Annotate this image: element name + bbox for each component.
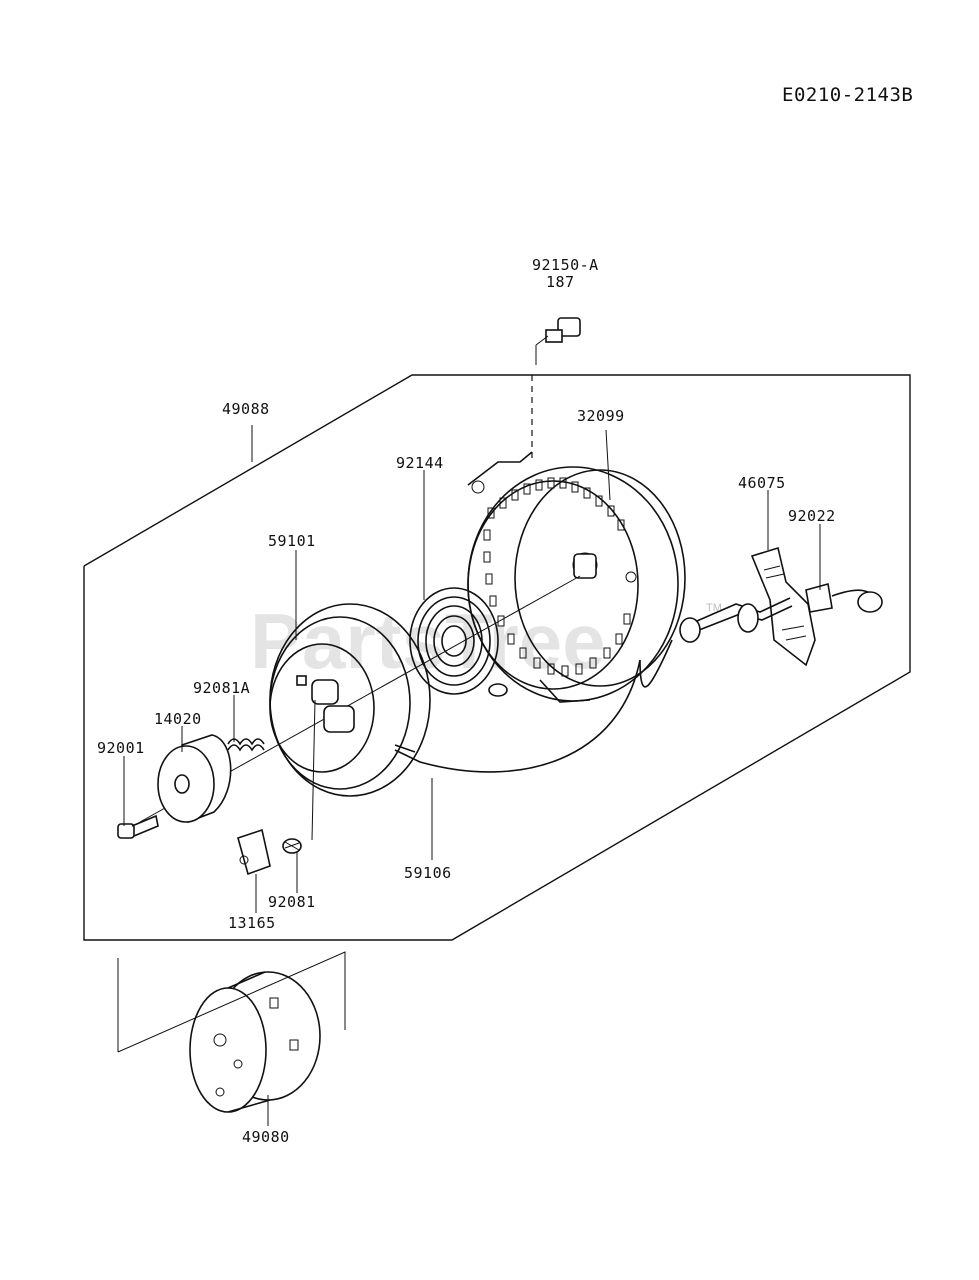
starter-cup-49080 xyxy=(189,971,321,1113)
label-92081: 92081 xyxy=(268,893,316,911)
cup-bracket-2 xyxy=(117,951,346,1053)
label-32099: 32099 xyxy=(577,407,625,425)
label-92150a: 92150-A xyxy=(532,256,599,274)
grip-92022 xyxy=(805,582,883,613)
bolt-92001 xyxy=(117,814,159,839)
label-59106: 59106 xyxy=(404,864,452,882)
label-92081a: 92081A xyxy=(193,679,250,697)
assembly-boundary xyxy=(83,374,911,941)
label-46075: 46075 xyxy=(738,474,786,492)
starter-rope-59106 xyxy=(394,659,641,773)
label-14020: 14020 xyxy=(154,710,202,728)
label-92022: 92022 xyxy=(788,507,836,525)
label-92001: 92001 xyxy=(97,739,145,757)
recoil-spring-92144 xyxy=(409,587,508,697)
reel-59101 xyxy=(269,603,431,797)
label-92144: 92144 xyxy=(396,454,444,472)
watermark-trademark: TM xyxy=(706,602,722,614)
housing-32099 xyxy=(467,451,686,703)
cam-14020 xyxy=(157,734,232,824)
ratchet-pawl-13165 xyxy=(237,828,271,876)
diagram-code: E0210-2143B xyxy=(782,84,913,106)
spring-92081a xyxy=(227,738,265,752)
handle-46075 xyxy=(679,546,816,667)
spring-92081 xyxy=(282,838,302,854)
label-49088: 49088 xyxy=(222,400,270,418)
label-59101: 59101 xyxy=(268,532,316,550)
leader-lines xyxy=(123,425,821,1126)
label-187: 187 xyxy=(546,273,575,291)
bolt-92150a xyxy=(535,317,581,365)
label-13165: 13165 xyxy=(228,914,276,932)
label-49080: 49080 xyxy=(242,1128,290,1146)
housing-vent-slots xyxy=(483,477,631,677)
